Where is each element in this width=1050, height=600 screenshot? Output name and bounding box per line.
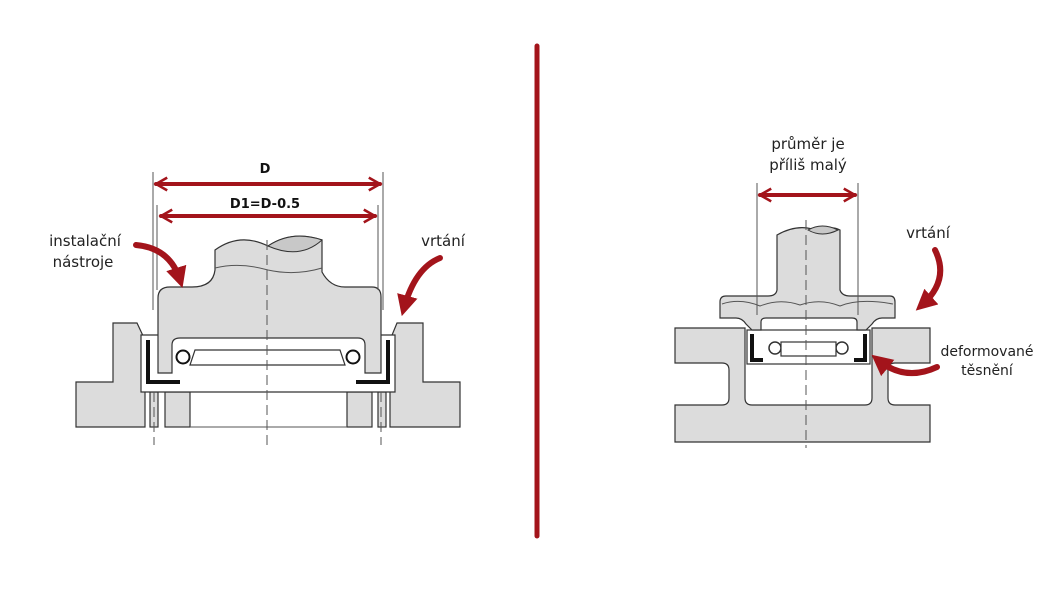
spring-right bbox=[835, 341, 849, 355]
spring-right bbox=[345, 349, 361, 365]
bore-pointer-arrow bbox=[915, 247, 944, 311]
tool-pointer-arrow bbox=[133, 242, 187, 289]
left-correct-installation: D D1=D-0.5 instalační nástroje vrtání bbox=[49, 162, 466, 445]
shaft-right bbox=[346, 391, 373, 428]
housing-left bbox=[75, 322, 146, 428]
seal-label-line2: těsnění bbox=[961, 363, 1014, 379]
diameter-label-line1: průměr je bbox=[771, 135, 844, 153]
seal-insert-right bbox=[356, 340, 390, 384]
bore-label: vrtání bbox=[906, 224, 951, 242]
tool-label-line2: nástroje bbox=[53, 253, 114, 271]
tool-label-line1: instalační bbox=[49, 232, 122, 250]
seal-insert-right bbox=[854, 334, 867, 362]
dimension-d-label: D bbox=[260, 162, 271, 177]
dimension-d1-label: D1=D-0.5 bbox=[230, 197, 300, 212]
housing-right bbox=[389, 322, 461, 428]
right-incorrect-installation: průměr je příliš malý vrtání deformované… bbox=[674, 135, 1034, 448]
bore-wall-right bbox=[377, 391, 387, 428]
installation-tool bbox=[719, 227, 896, 331]
housing bbox=[674, 327, 931, 443]
seal-lip bbox=[780, 341, 837, 357]
seal-pointer-arrow bbox=[871, 354, 940, 377]
seal-lip bbox=[189, 349, 346, 366]
seal-insert-left bbox=[146, 340, 180, 384]
seal-insert-left bbox=[750, 334, 763, 362]
diameter-label-line2: příliš malý bbox=[769, 156, 847, 174]
spring-left bbox=[175, 349, 191, 365]
seal-label-line1: deformované bbox=[940, 344, 1033, 360]
bore-label: vrtání bbox=[421, 232, 466, 250]
shaft-left bbox=[164, 391, 191, 428]
bore-pointer-arrow bbox=[397, 255, 443, 317]
spring-left bbox=[768, 341, 782, 355]
